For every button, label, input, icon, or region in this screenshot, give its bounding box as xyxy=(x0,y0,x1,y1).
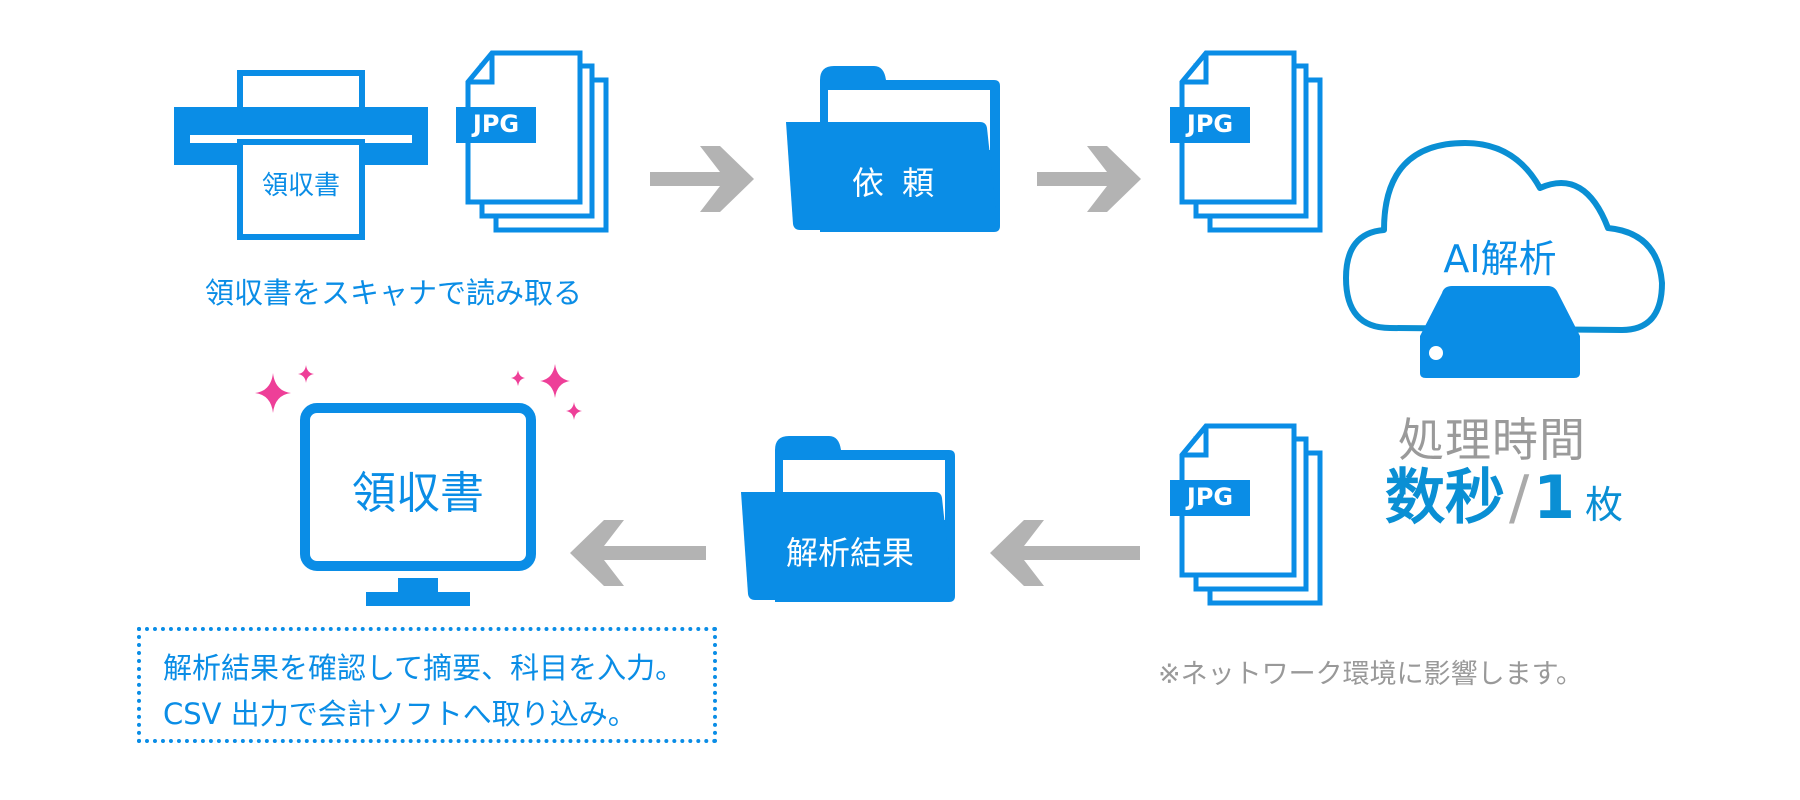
request-folder-label: 依 頼 xyxy=(851,164,939,202)
arrow-left-icon xyxy=(570,520,706,586)
arrow-right-icon xyxy=(650,146,754,212)
network-note: ※ネットワーク環境に影響します。 xyxy=(1158,659,1583,690)
processing-unit: 枚 xyxy=(1584,483,1623,527)
jpg-badge: JPG xyxy=(1186,483,1234,511)
sparkle-icon xyxy=(511,370,525,386)
sparkle-icon xyxy=(566,402,582,420)
jpg-stack-icon: JPG xyxy=(456,50,616,235)
scanner-paper-label: 領収書 xyxy=(261,171,340,201)
processing-separator: / xyxy=(1509,463,1530,533)
ai-cloud-label: AI解析 xyxy=(1443,237,1557,281)
cloud-icon xyxy=(1343,140,1665,378)
result-folder-icon: 解析結果 xyxy=(735,436,957,602)
request-folder-icon: 依 頼 xyxy=(780,66,1002,232)
scanner-caption: 領収書をスキャナで読み取る xyxy=(205,276,583,310)
processing-seconds: 数秒 xyxy=(1385,463,1505,533)
result-instructions-box: 解析結果を確認して摘要、科目を入力。 CSV 出力で会計ソフトへ取り込み。 xyxy=(137,627,717,743)
server-icon xyxy=(1420,286,1580,378)
result-folder-label: 解析結果 xyxy=(785,534,914,572)
scanner-icon: 領収書 xyxy=(174,70,428,240)
monitor-icon: 領収書 xyxy=(300,403,536,607)
jpg-stack-icon: JPG xyxy=(1170,423,1330,608)
sparkle-icon xyxy=(298,365,314,383)
jpg-stack-icon: JPG xyxy=(1170,50,1330,235)
sparkle-icon xyxy=(255,373,291,413)
jpg-badge: JPG xyxy=(1186,110,1234,138)
result-instructions-line: CSV 出力で会計ソフトへ取り込み。 xyxy=(163,697,637,731)
result-instructions-line: 解析結果を確認して摘要、科目を入力。 xyxy=(163,651,685,685)
arrow-left-icon xyxy=(990,520,1140,586)
jpg-badge: JPG xyxy=(472,110,520,138)
processing-count: 1 xyxy=(1533,463,1575,533)
sparkle-icon xyxy=(540,364,570,398)
arrow-right-icon xyxy=(1037,146,1141,212)
monitor-label: 領収書 xyxy=(352,468,484,519)
processing-time-title: 処理時間 xyxy=(1398,413,1586,467)
ai-cloud: AI解析 xyxy=(1340,138,1670,380)
